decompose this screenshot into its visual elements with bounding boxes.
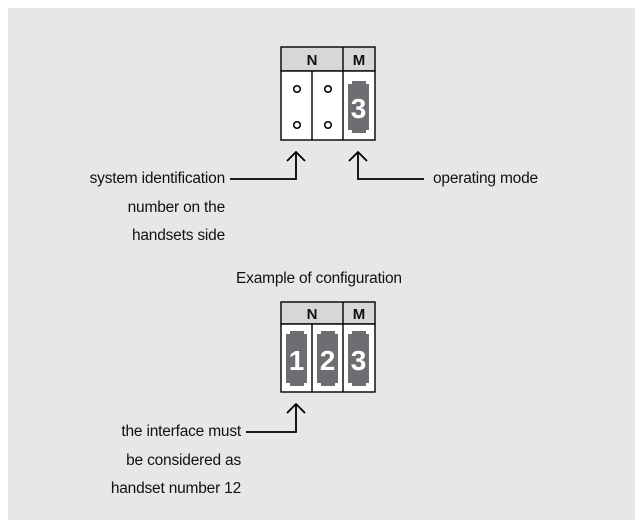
example-note-arrow: [246, 402, 306, 433]
top-connector-block: N M 3: [280, 46, 376, 141]
top-header-row: [280, 46, 376, 72]
system-id-label-line-2: number on the: [127, 199, 226, 216]
pin-hole: [292, 120, 302, 130]
example-header-m: M: [353, 306, 366, 323]
example-header-n: N: [307, 306, 318, 323]
top-header-n: N: [307, 52, 318, 69]
selector-1: [286, 331, 307, 386]
example-note-line-1: the interface must: [121, 423, 241, 440]
pin-hole: [292, 84, 302, 94]
system-id-label-line-1: system identification: [89, 170, 226, 187]
selector-3-digit: 3: [351, 345, 367, 376]
operating-mode-arrow: [348, 150, 424, 180]
mode-selector-digit: 3: [351, 93, 367, 124]
selector-1-digit: 1: [289, 345, 305, 376]
mode-selector: [348, 81, 369, 133]
example-note-line-3: handset number 12: [110, 480, 241, 497]
example-title: Example of configuration: [236, 270, 402, 287]
pin-hole: [323, 120, 333, 130]
selector-2: [317, 331, 338, 386]
top-header-m: M: [353, 52, 366, 69]
operating-mode-label: operating mode: [433, 170, 538, 187]
pin-hole: [323, 84, 333, 94]
example-connector-block: N M 1 2 3: [280, 301, 376, 393]
selector-3: [348, 331, 369, 386]
system-id-label-line-3: handsets side: [131, 227, 225, 244]
example-note-line-2: be considered as: [126, 452, 241, 469]
system-id-arrow: [230, 150, 306, 180]
selector-2-digit: 2: [320, 345, 336, 376]
